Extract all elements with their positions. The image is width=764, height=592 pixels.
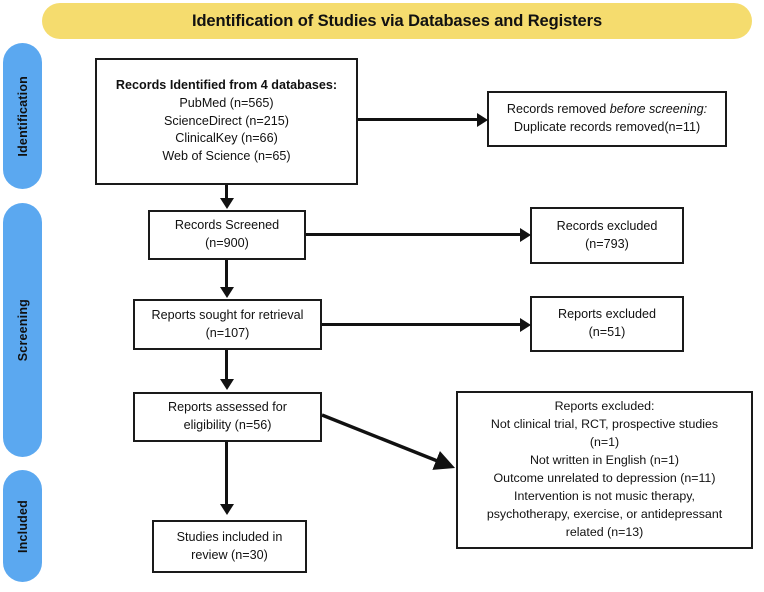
edge-sought-to-excluded	[322, 323, 522, 326]
arrow-sought-to-assessed	[219, 379, 234, 390]
reports-assessed-line1: Reports assessed for	[168, 400, 287, 415]
edge-screened-to-excluded	[306, 233, 522, 236]
phase-label-screening: Screening	[15, 298, 30, 362]
excluded-reason-1: Not clinical trial, RCT, prospective stu…	[490, 417, 719, 432]
node-records-screened: Records Screened (n=900)	[148, 210, 306, 260]
arrow-identified-to-screened	[219, 198, 234, 209]
reports-excluded-count: (n=51)	[588, 325, 626, 339]
edge-screened-to-sought	[225, 260, 228, 288]
reports-excluded-line1: Reports excluded	[557, 307, 656, 322]
records-screened-line1: Records Screened	[174, 218, 280, 233]
edge-assessed-to-excluded-reasons	[321, 413, 456, 470]
node-reports-sought: Reports sought for retrieval (n=107)	[133, 299, 322, 350]
edge-identified-to-removed	[358, 118, 479, 121]
excluded-reason-2: Not written in English (n=1)	[529, 453, 680, 468]
node-studies-included: Studies included in review (n=30)	[152, 520, 307, 573]
node-reports-excluded-reasons: Reports excluded: Not clinical trial, RC…	[456, 391, 753, 549]
excluded-reason-1-count: (n=1)	[589, 435, 620, 450]
node-records-identified: Records Identified from 4 databases: Pub…	[95, 58, 358, 185]
node-reports-excluded: Reports excluded (n=51)	[530, 296, 684, 352]
records-identified-clinicalkey: ClinicalKey (n=66)	[175, 131, 278, 146]
studies-included-count: review (n=30)	[191, 547, 268, 562]
records-removed-prefix: Records removed	[506, 102, 610, 117]
records-identified-pubmed: PubMed (n=565)	[179, 95, 274, 110]
records-removed-line1: Records removed before screening:	[507, 101, 707, 119]
node-reports-assessed: Reports assessed for eligibility (n=56)	[133, 392, 322, 442]
reports-sought-count: (n=107)	[205, 325, 250, 340]
arrow-screened-to-sought	[219, 287, 234, 298]
reports-sought-line1: Reports sought for retrieval	[151, 307, 304, 322]
arrow-sought-to-excluded	[520, 317, 531, 332]
node-records-removed: Records removed before screening: Duplic…	[487, 91, 727, 147]
phase-label-identification: Identification	[15, 75, 30, 157]
records-identified-webofscience: Web of Science (n=65)	[162, 149, 291, 164]
excluded-reason-3: Outcome unrelated to depression (n=11)	[493, 471, 716, 485]
records-removed-emphasis: before screening:	[609, 102, 708, 117]
records-screened-count: (n=900)	[205, 236, 249, 250]
excluded-reasons-heading: Reports excluded:	[554, 399, 655, 414]
node-records-excluded: Records excluded (n=793)	[530, 207, 684, 264]
reports-assessed-line2: eligibility (n=56)	[183, 418, 272, 432]
diagram-title: Identification of Studies via Databases …	[191, 11, 603, 30]
records-removed-line2: Duplicate records removed(n=11)	[513, 120, 701, 134]
edge-sought-to-assessed	[225, 350, 228, 380]
records-identified-heading: Records Identified from 4 databases:	[115, 77, 338, 92]
arrow-identified-to-removed	[477, 112, 488, 127]
phase-pill-screening: Screening	[3, 203, 42, 457]
phase-pill-included: Included	[3, 470, 42, 582]
excluded-reason-4-part1: Intervention is not music therapy,	[514, 488, 695, 503]
records-excluded-count: (n=793)	[585, 236, 629, 251]
excluded-reason-4-count: related (n=13)	[565, 524, 644, 539]
diagram-title-banner: Identification of Studies via Databases …	[42, 3, 752, 39]
studies-included-line1: Studies included in	[176, 529, 283, 544]
phase-label-included: Included	[15, 499, 30, 553]
records-identified-sciencedirect: ScienceDirect (n=215)	[164, 113, 289, 128]
excluded-reason-4-part2: psychotherapy, exercise, or antidepressa…	[486, 506, 723, 521]
arrow-assessed-to-included	[219, 504, 234, 515]
arrow-screened-to-excluded	[520, 227, 531, 242]
phase-pill-identification: Identification	[3, 43, 42, 189]
edge-assessed-to-included	[225, 442, 228, 505]
edge-identified-to-screened	[225, 185, 228, 199]
records-excluded-line1: Records excluded	[556, 218, 658, 233]
